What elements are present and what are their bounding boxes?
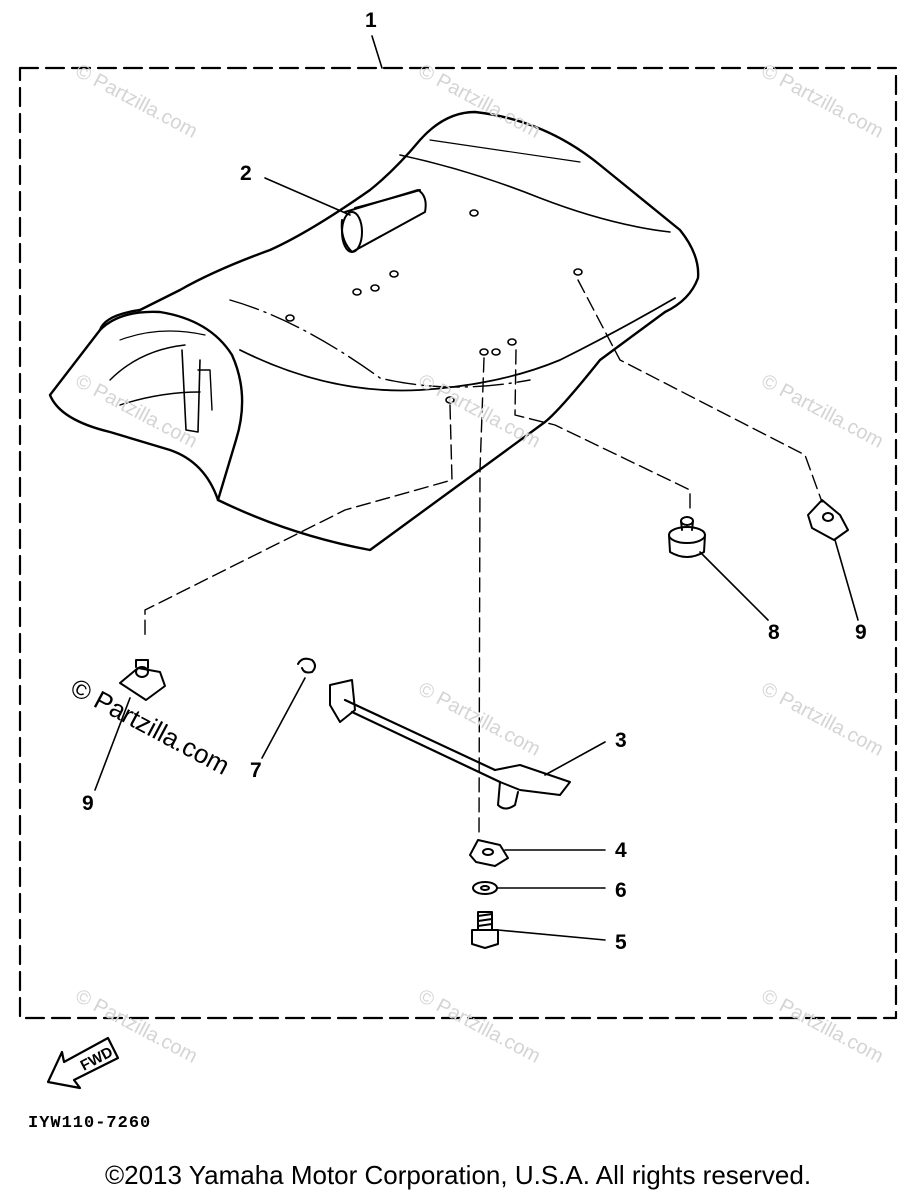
callout-6: 6 [615,879,627,902]
assembly-leaders [144,279,823,836]
part-8-damper [668,516,706,558]
leader-9-right [834,539,859,621]
part-9-clip-left [119,659,166,701]
callout-9: 9 [82,792,94,815]
leader-2 [264,177,351,216]
leader-7 [261,677,306,759]
part-9-clip-right [807,499,849,541]
leader-5 [497,929,606,941]
callout-1: 1 [365,9,377,32]
copyright-notice: ©2013 Yamaha Motor Corporation, U.S.A. A… [104,1160,812,1190]
callout-4: 4 [615,839,627,862]
part-2-strap [340,189,427,253]
callout-3: 3 [615,729,627,752]
leader-8 [699,551,769,621]
part-5-bolt [471,911,499,949]
callout-8: 8 [768,621,780,644]
diagram-code: IYW110-7260 [28,1114,152,1133]
leader-3 [544,741,606,776]
seat-body [48,110,700,552]
fwd-arrow-icon [46,1036,120,1090]
callout-9: 9 [855,621,867,644]
part-3-lock [329,679,571,810]
callout-5: 5 [615,931,627,954]
part-6-washer [472,881,498,895]
assembly-frame [18,66,898,1020]
callout-2: 2 [240,162,252,185]
leader-1 [371,35,383,69]
part-4-plate [469,839,509,867]
seat-holes [285,209,583,404]
fwd-label: FWD [78,1043,116,1074]
callout-7: 7 [250,759,262,782]
part-7-clip [297,657,316,674]
leader-9-left [94,697,131,791]
